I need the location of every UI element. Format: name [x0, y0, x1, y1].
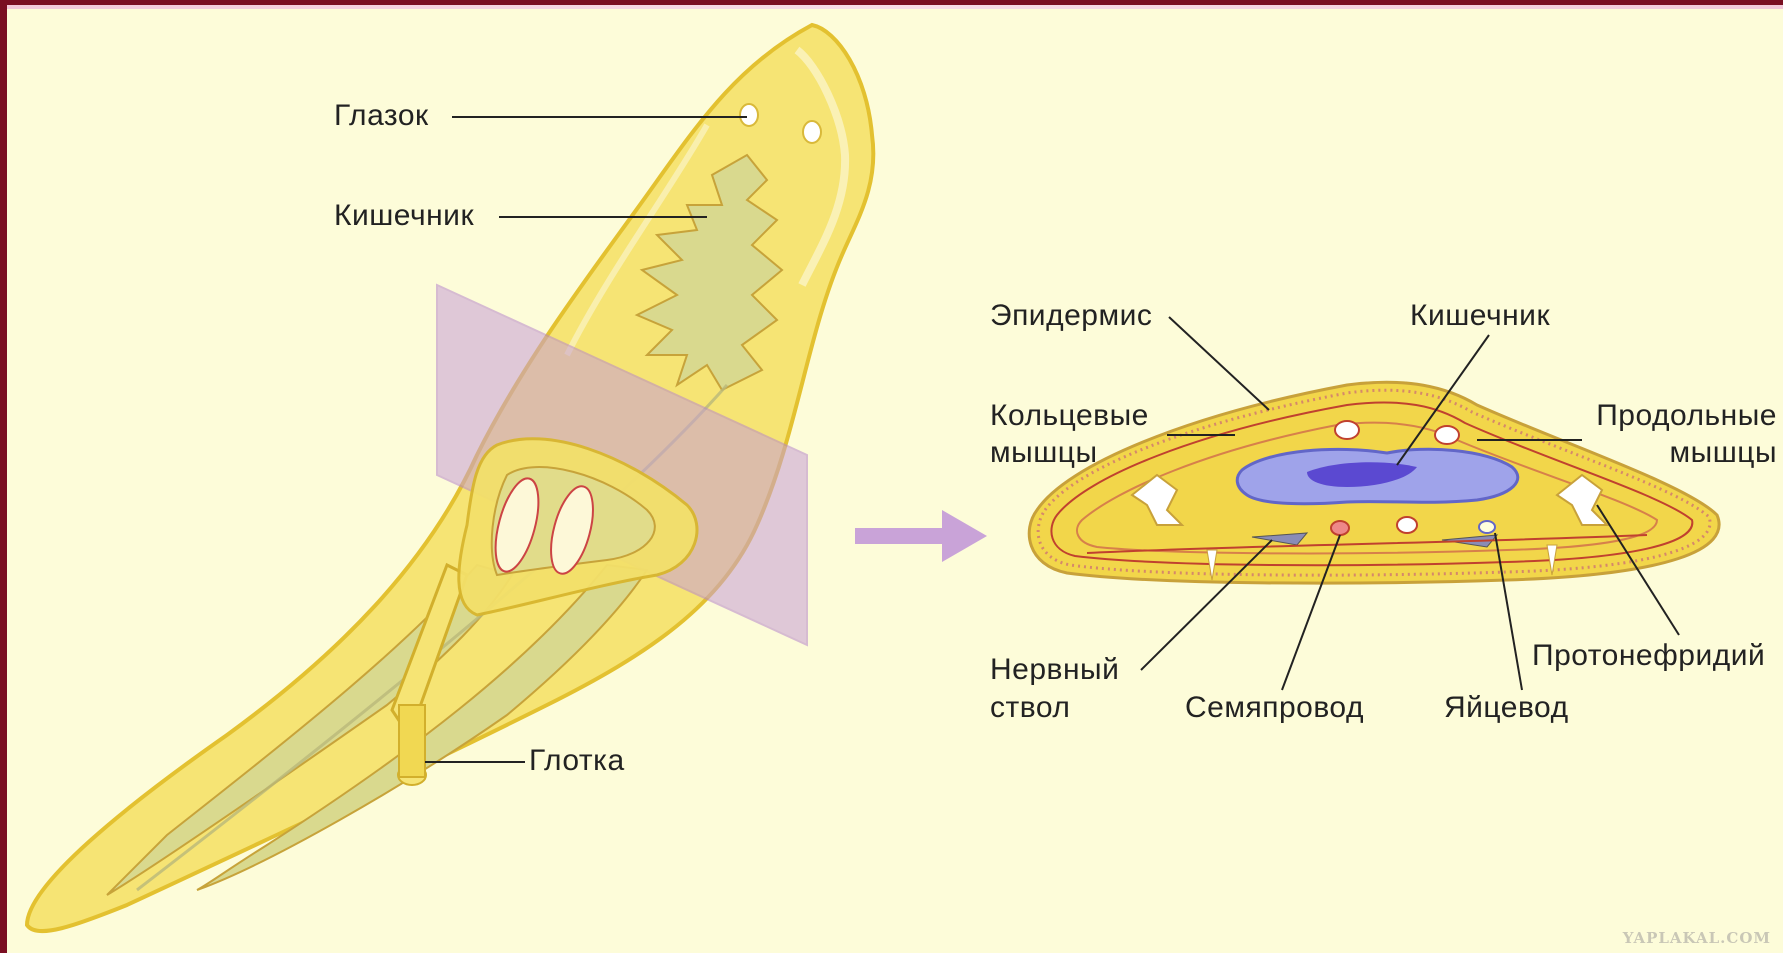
label-eyespot: Глазок [334, 98, 429, 134]
label-long-muscles-2: мышцы [1582, 435, 1777, 471]
label-intestine-body: Кишечник [334, 198, 474, 234]
label-oviduct: Яйцевод [1444, 690, 1569, 726]
label-protonephridium: Протонефридий [1532, 638, 1765, 674]
label-nerve-1: Нервный [990, 652, 1119, 688]
label-epidermis: Эпидермис [990, 298, 1152, 334]
label-ring-muscles-2: мышцы [990, 435, 1098, 471]
label-nerve-2: ствол [990, 690, 1070, 726]
label-long-muscles-1: Продольные [1582, 398, 1777, 434]
oviduct-section [1479, 521, 1495, 533]
eyespot-left [740, 104, 758, 126]
pharynx-stem [399, 705, 425, 777]
section-cell-2 [1435, 426, 1459, 444]
diagram-canvas: Глазок Кишечник Глотка Эпидермис Кишечни… [7, 5, 1783, 953]
section-cell-1 [1335, 421, 1359, 439]
flatworm-anatomy-diagram [7, 5, 1783, 953]
watermark: YAPLAKAL.COM [1623, 929, 1771, 947]
arrow-head [942, 510, 987, 562]
arrow-shaft [855, 528, 945, 544]
label-ring-muscles-1: Кольцевые [990, 398, 1149, 434]
section-cell-3 [1397, 517, 1417, 533]
eyespot-right [803, 121, 821, 143]
label-pharynx: Глотка [529, 743, 625, 779]
arrow-right [855, 510, 987, 562]
sperm-duct-section [1331, 521, 1349, 535]
label-intestine-section: Кишечник [1410, 298, 1550, 334]
label-sperm-duct: Семяпровод [1185, 690, 1364, 726]
epidermis-leader [1169, 317, 1269, 410]
